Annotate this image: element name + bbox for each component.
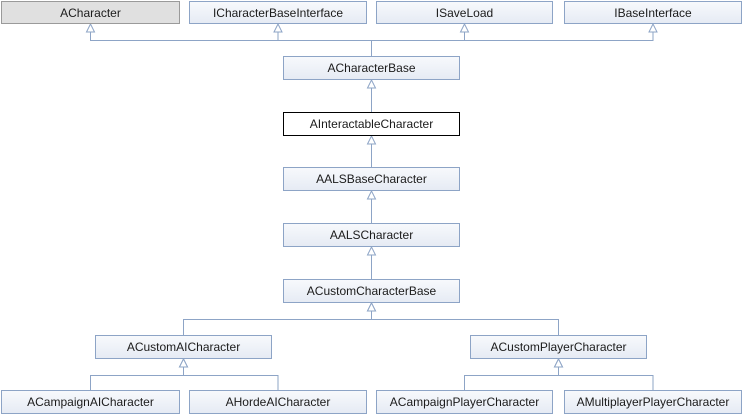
inheritance-arrowhead [366,78,377,89]
inheritance-arrowhead [366,301,377,312]
class-node-acustomcharacterbase[interactable]: ACustomCharacterBase [283,279,460,303]
class-node-acampaignaicharacter[interactable]: ACampaignAICharacter [1,390,180,414]
inheritance-arrowhead [366,189,377,200]
class-node-acustomplayercharacter[interactable]: ACustomPlayerCharacter [470,335,647,359]
inheritance-edge-ahordeaicharacter-to-acustomaicharacter [178,357,279,390]
inheritance-edge-acustomcharacterbase-to-aalscharacter [366,245,377,279]
inheritance-edge-amultiplayerplayercharacter-to-acustomplayercharacter [553,357,654,390]
inheritance-arrowhead [366,245,377,256]
inheritance-edge-acampaignplayercharacter-to-acustomplayercharacter [464,357,564,390]
class-node-acustomaicharacter[interactable]: ACustomAICharacter [95,335,272,359]
inheritance-edge-acharacterbase-to-ibaseinterface [371,22,658,56]
inheritance-arrowhead [648,22,658,33]
class-node-isaveload[interactable]: ISaveLoad [376,1,553,24]
class-node-acampaignplayercharacter[interactable]: ACampaignPlayerCharacter [376,390,553,414]
inheritance-arrowhead [273,22,283,33]
class-node-ahordeaicharacter[interactable]: AHordeAICharacter [189,390,367,414]
inheritance-edge-aalsbasecharacter-to-ainteractablecharacter [366,134,377,167]
inheritance-edge-acharacterbase-to-icharacterbaseinterface [273,22,372,56]
class-node-acharacter: ACharacter [1,1,180,24]
inheritance-edge-acampaignaicharacter-to-acustomaicharacter [90,357,189,390]
inheritance-edge-ainteractablecharacter-to-acharacterbase [366,78,377,112]
inheritance-arrowhead [459,22,470,33]
class-node-aalscharacter[interactable]: AALSCharacter [283,223,460,247]
inheritance-arrowhead [366,134,377,145]
inheritance-arrowhead [85,22,96,33]
class-node-icharacterbaseinterface[interactable]: ICharacterBaseInterface [189,1,367,24]
inheritance-edge-acustomplayercharacter-to-acustomcharacterbase [366,301,559,335]
inheritance-arrowhead [553,357,564,368]
inheritance-edge-aalscharacter-to-aalsbasecharacter [366,189,377,223]
class-node-ainteractablecharacter: AInteractableCharacter [283,112,460,136]
inheritance-arrowhead [178,357,189,368]
class-node-amultiplayerplayercharacter[interactable]: AMultiplayerPlayerCharacter [564,390,742,414]
class-node-acharacterbase[interactable]: ACharacterBase [283,56,460,80]
class-node-ibaseinterface[interactable]: IBaseInterface [564,1,742,24]
class-node-aalsbasecharacter[interactable]: AALSBaseCharacter [283,167,460,191]
inheritance-edge-acustomaicharacter-to-acustomcharacterbase [183,301,377,335]
